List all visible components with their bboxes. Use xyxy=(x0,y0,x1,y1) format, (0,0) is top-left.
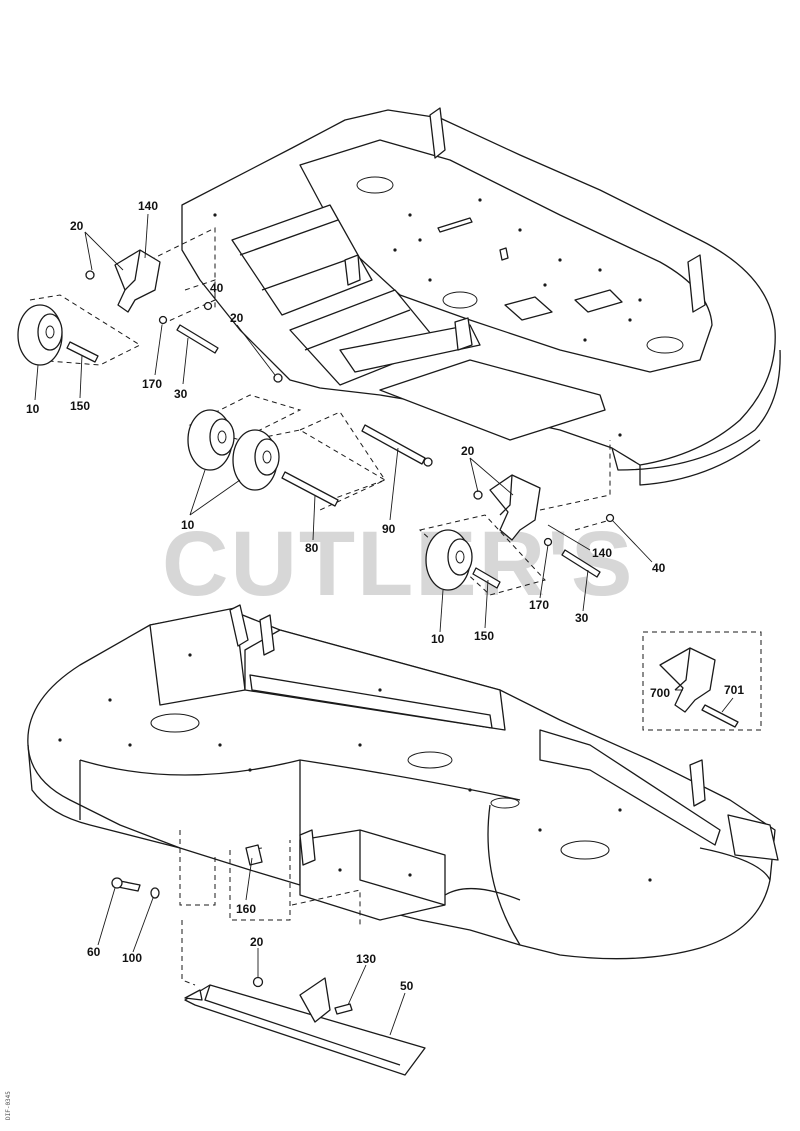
callout-10-b: 10 xyxy=(181,518,195,532)
callout-60: 60 xyxy=(87,945,101,959)
callout-leaders xyxy=(34,213,734,1036)
callout-30-a: 30 xyxy=(174,387,188,401)
baffle-50 xyxy=(184,977,426,1076)
callout-30-b: 30 xyxy=(575,611,589,625)
callout-700: 700 xyxy=(650,686,670,700)
caster-yoke-140-a xyxy=(114,249,161,313)
upper-deck-assembly xyxy=(181,107,781,486)
callout-160: 160 xyxy=(236,902,256,916)
inset-yoke-detail xyxy=(642,631,762,731)
callout-20-a: 20 xyxy=(70,219,84,233)
caster-wheel-center-1 xyxy=(187,409,235,471)
callout-20-b: 20 xyxy=(230,311,244,325)
side-code: DIF-0345 xyxy=(5,1091,12,1120)
callout-170-a: 170 xyxy=(142,377,162,391)
caster-yoke-140-b xyxy=(489,474,541,541)
callout-50: 50 xyxy=(400,979,414,993)
callout-10-c: 10 xyxy=(431,632,445,646)
hardware-upper-left xyxy=(85,270,283,383)
caster-wheel-right xyxy=(425,529,473,591)
callout-140-a: 140 xyxy=(138,199,158,213)
caster-wheel-upper-left xyxy=(17,304,63,366)
callout-40-b: 40 xyxy=(652,561,666,575)
callout-140-b: 140 xyxy=(592,546,612,560)
callout-40-a: 40 xyxy=(210,281,224,295)
callout-130: 130 xyxy=(356,952,376,966)
callout-labels: 140 20 40 20 170 30 10 150 10 80 90 20 1… xyxy=(26,199,744,993)
callout-100: 100 xyxy=(122,951,142,965)
hardware-lower xyxy=(111,844,353,1015)
hardware-right xyxy=(473,490,615,578)
callout-170-b: 170 xyxy=(529,598,549,612)
callout-150-a: 150 xyxy=(70,399,90,413)
caster-axle-150-b xyxy=(472,567,501,589)
callout-80: 80 xyxy=(305,541,319,555)
callout-20-c: 20 xyxy=(461,444,475,458)
callout-20-d: 20 xyxy=(250,935,264,949)
callout-701: 701 xyxy=(724,683,744,697)
caster-axle-150-a xyxy=(66,341,99,363)
callout-150-b: 150 xyxy=(474,629,494,643)
pivot-rod-90 xyxy=(361,424,433,467)
caster-axle-80 xyxy=(281,471,339,507)
callout-10-a: 10 xyxy=(26,402,40,416)
lower-deck-assembly xyxy=(27,604,779,960)
callout-90: 90 xyxy=(382,522,396,536)
watermark: CUTLER'S xyxy=(162,513,634,615)
caster-wheel-center-2 xyxy=(232,429,280,491)
